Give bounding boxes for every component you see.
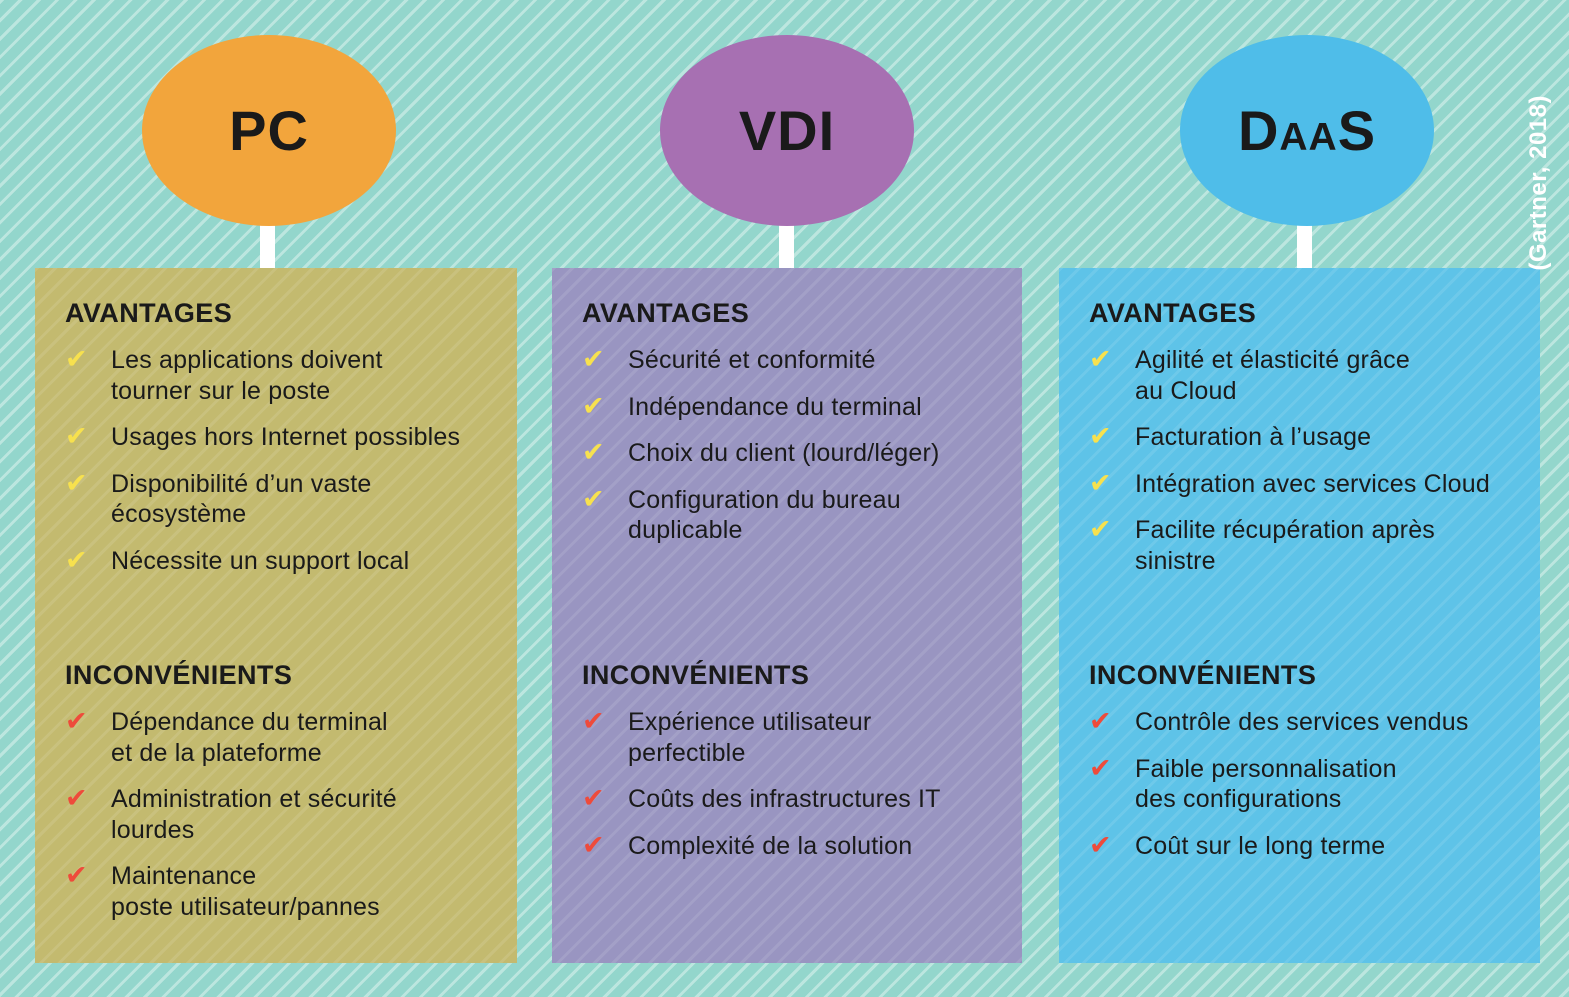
list-item: ✔ Choix du client (lourd/léger) (582, 438, 1006, 469)
item-text: Coût sur le long terme (1135, 831, 1386, 860)
source-credit: (Gartner, 2018) (1525, 95, 1552, 271)
list-item: ✔ Sécurité et conformité (582, 345, 1006, 376)
check-icon: ✔ (582, 390, 605, 422)
item-text: Nécessite un support local (111, 546, 410, 575)
pc-advantages-title: AVANTAGES (65, 298, 233, 328)
check-icon: ✔ (582, 829, 605, 861)
check-icon: ✔ (65, 544, 88, 576)
item-text: Expérience utilisateur perfectible (628, 708, 872, 767)
check-icon: ✔ (582, 437, 605, 468)
item-text: Agilité et élasticité grâce au Cloud (1135, 346, 1410, 405)
daas-panel: AVANTAGES ✔ Agilité et élasticité grâce … (1059, 268, 1540, 963)
list-item: ✔ Dépendance du terminal et de la platef… (65, 707, 501, 768)
vdi-panel: AVANTAGES ✔ Sécurité et conformité ✔ Ind… (552, 268, 1022, 963)
vdi-advantages-title: AVANTAGES (582, 298, 750, 328)
item-text: Contrôle des services vendus (1135, 708, 1469, 736)
item-text: Maintenance poste utilisateur/pannes (111, 862, 380, 921)
check-icon: ✔ (582, 483, 605, 515)
item-text: Configuration du bureau duplicable (628, 485, 901, 545)
check-icon: ✔ (582, 706, 605, 737)
list-item: ✔ Configuration du bureau duplicable (582, 483, 1006, 546)
item-text: Facilite récupération après sinistre (1135, 516, 1435, 575)
list-item: ✔ Coût sur le long terme (1089, 829, 1524, 862)
pc-disadvantages-section: INCONVÉNIENTS ✔ Dépendance du terminal e… (65, 660, 501, 922)
pc-bubble: PC (142, 35, 396, 226)
daas-advantages-list: ✔ Agilité et élasticité grâce au Cloud ✔… (1089, 345, 1524, 576)
item-text: Disponibilité d’un vaste écosystème (111, 469, 372, 529)
vdi-advantages-list: ✔ Sécurité et conformité ✔ Indépendance … (582, 345, 1006, 546)
item-text: Sécurité et conformité (628, 346, 876, 374)
daas-advantages-section: AVANTAGES ✔ Agilité et élasticité grâce … (1089, 298, 1524, 576)
list-item: ✔ Complexité de la solution (582, 829, 1006, 862)
list-item: ✔ Expérience utilisateur perfectible (582, 707, 1006, 768)
check-icon: ✔ (582, 783, 605, 814)
list-item: ✔ Indépendance du terminal (582, 390, 1006, 423)
check-icon: ✔ (1089, 344, 1112, 375)
check-icon: ✔ (65, 344, 88, 375)
pc-disadvantages-list: ✔ Dépendance du terminal et de la platef… (65, 707, 501, 922)
check-icon: ✔ (1089, 514, 1112, 545)
vdi-bubble-label: VDI (738, 99, 836, 162)
check-icon: ✔ (582, 344, 605, 375)
list-item: ✔ Administration et sécurité lourdes (65, 784, 501, 845)
daas-bubble: DaaS (1180, 35, 1434, 226)
list-item: ✔ Faible personnalisation des configurat… (1089, 752, 1524, 815)
item-text: Choix du client (lourd/léger) (628, 439, 940, 467)
check-icon: ✔ (1089, 421, 1112, 452)
vdi-disadvantages-list: ✔ Expérience utilisateur perfectible ✔ C… (582, 707, 1006, 861)
item-text: Indépendance du terminal (628, 392, 922, 421)
list-item: ✔ Facturation à l’usage (1089, 422, 1524, 453)
item-text: Administration et sécurité lourdes (111, 785, 397, 844)
check-icon: ✔ (65, 706, 88, 737)
list-item: ✔ Intégration avec services Cloud (1089, 467, 1524, 500)
list-item: ✔ Maintenance poste utilisateur/pannes (65, 861, 501, 922)
list-item: ✔ Usages hors Internet possibles (65, 422, 501, 453)
check-icon: ✔ (65, 467, 88, 499)
pc-advantages-section: AVANTAGES ✔ Les applications doivent tou… (65, 298, 501, 576)
vdi-disadvantages-section: INCONVÉNIENTS ✔ Expérience utilisateur p… (582, 660, 1006, 861)
check-icon: ✔ (1089, 706, 1112, 737)
check-icon: ✔ (65, 783, 88, 814)
check-icon: ✔ (65, 421, 88, 452)
check-icon: ✔ (1089, 467, 1112, 499)
list-item: ✔ Coûts des infrastructures IT (582, 784, 1006, 815)
daas-disadvantages-title: INCONVÉNIENTS (1089, 660, 1317, 690)
item-text: Faible personnalisation des configuratio… (1135, 754, 1397, 814)
pc-disadvantages-title: INCONVÉNIENTS (65, 660, 293, 690)
vdi-advantages-section: AVANTAGES ✔ Sécurité et conformité ✔ Ind… (582, 298, 1006, 546)
pc-bubble-label: PC (229, 99, 309, 162)
check-icon: ✔ (65, 860, 88, 891)
list-item: ✔ Facilite récupération après sinistre (1089, 515, 1524, 576)
daas-bubble-label: DaaS (1237, 99, 1377, 162)
item-text: Complexité de la solution (628, 831, 913, 860)
item-text: Coûts des infrastructures IT (628, 785, 941, 813)
list-item: ✔ Disponibilité d’un vaste écosystème (65, 467, 501, 530)
list-item: ✔ Nécessite un support local (65, 544, 501, 577)
item-text: Dépendance du terminal et de la platefor… (111, 708, 388, 767)
daas-disadvantages-section: INCONVÉNIENTS ✔ Contrôle des services ve… (1089, 660, 1524, 861)
item-text: Les applications doivent tourner sur le … (111, 346, 383, 405)
daas-disadvantages-list: ✔ Contrôle des services vendus ✔ Faible … (1089, 707, 1524, 861)
item-text: Usages hors Internet possibles (111, 423, 461, 451)
pc-advantages-list: ✔ Les applications doivent tourner sur l… (65, 345, 501, 576)
item-text: Intégration avec services Cloud (1135, 469, 1490, 498)
vdi-bubble: VDI (660, 35, 914, 226)
vdi-disadvantages-title: INCONVÉNIENTS (582, 660, 810, 690)
list-item: ✔ Contrôle des services vendus (1089, 707, 1524, 738)
pc-panel: AVANTAGES ✔ Les applications doivent tou… (35, 268, 517, 963)
list-item: ✔ Les applications doivent tourner sur l… (65, 345, 501, 406)
list-item: ✔ Agilité et élasticité grâce au Cloud (1089, 345, 1524, 406)
check-icon: ✔ (1089, 752, 1112, 784)
daas-advantages-title: AVANTAGES (1089, 298, 1257, 328)
check-icon: ✔ (1089, 829, 1112, 861)
item-text: Facturation à l’usage (1135, 423, 1372, 451)
